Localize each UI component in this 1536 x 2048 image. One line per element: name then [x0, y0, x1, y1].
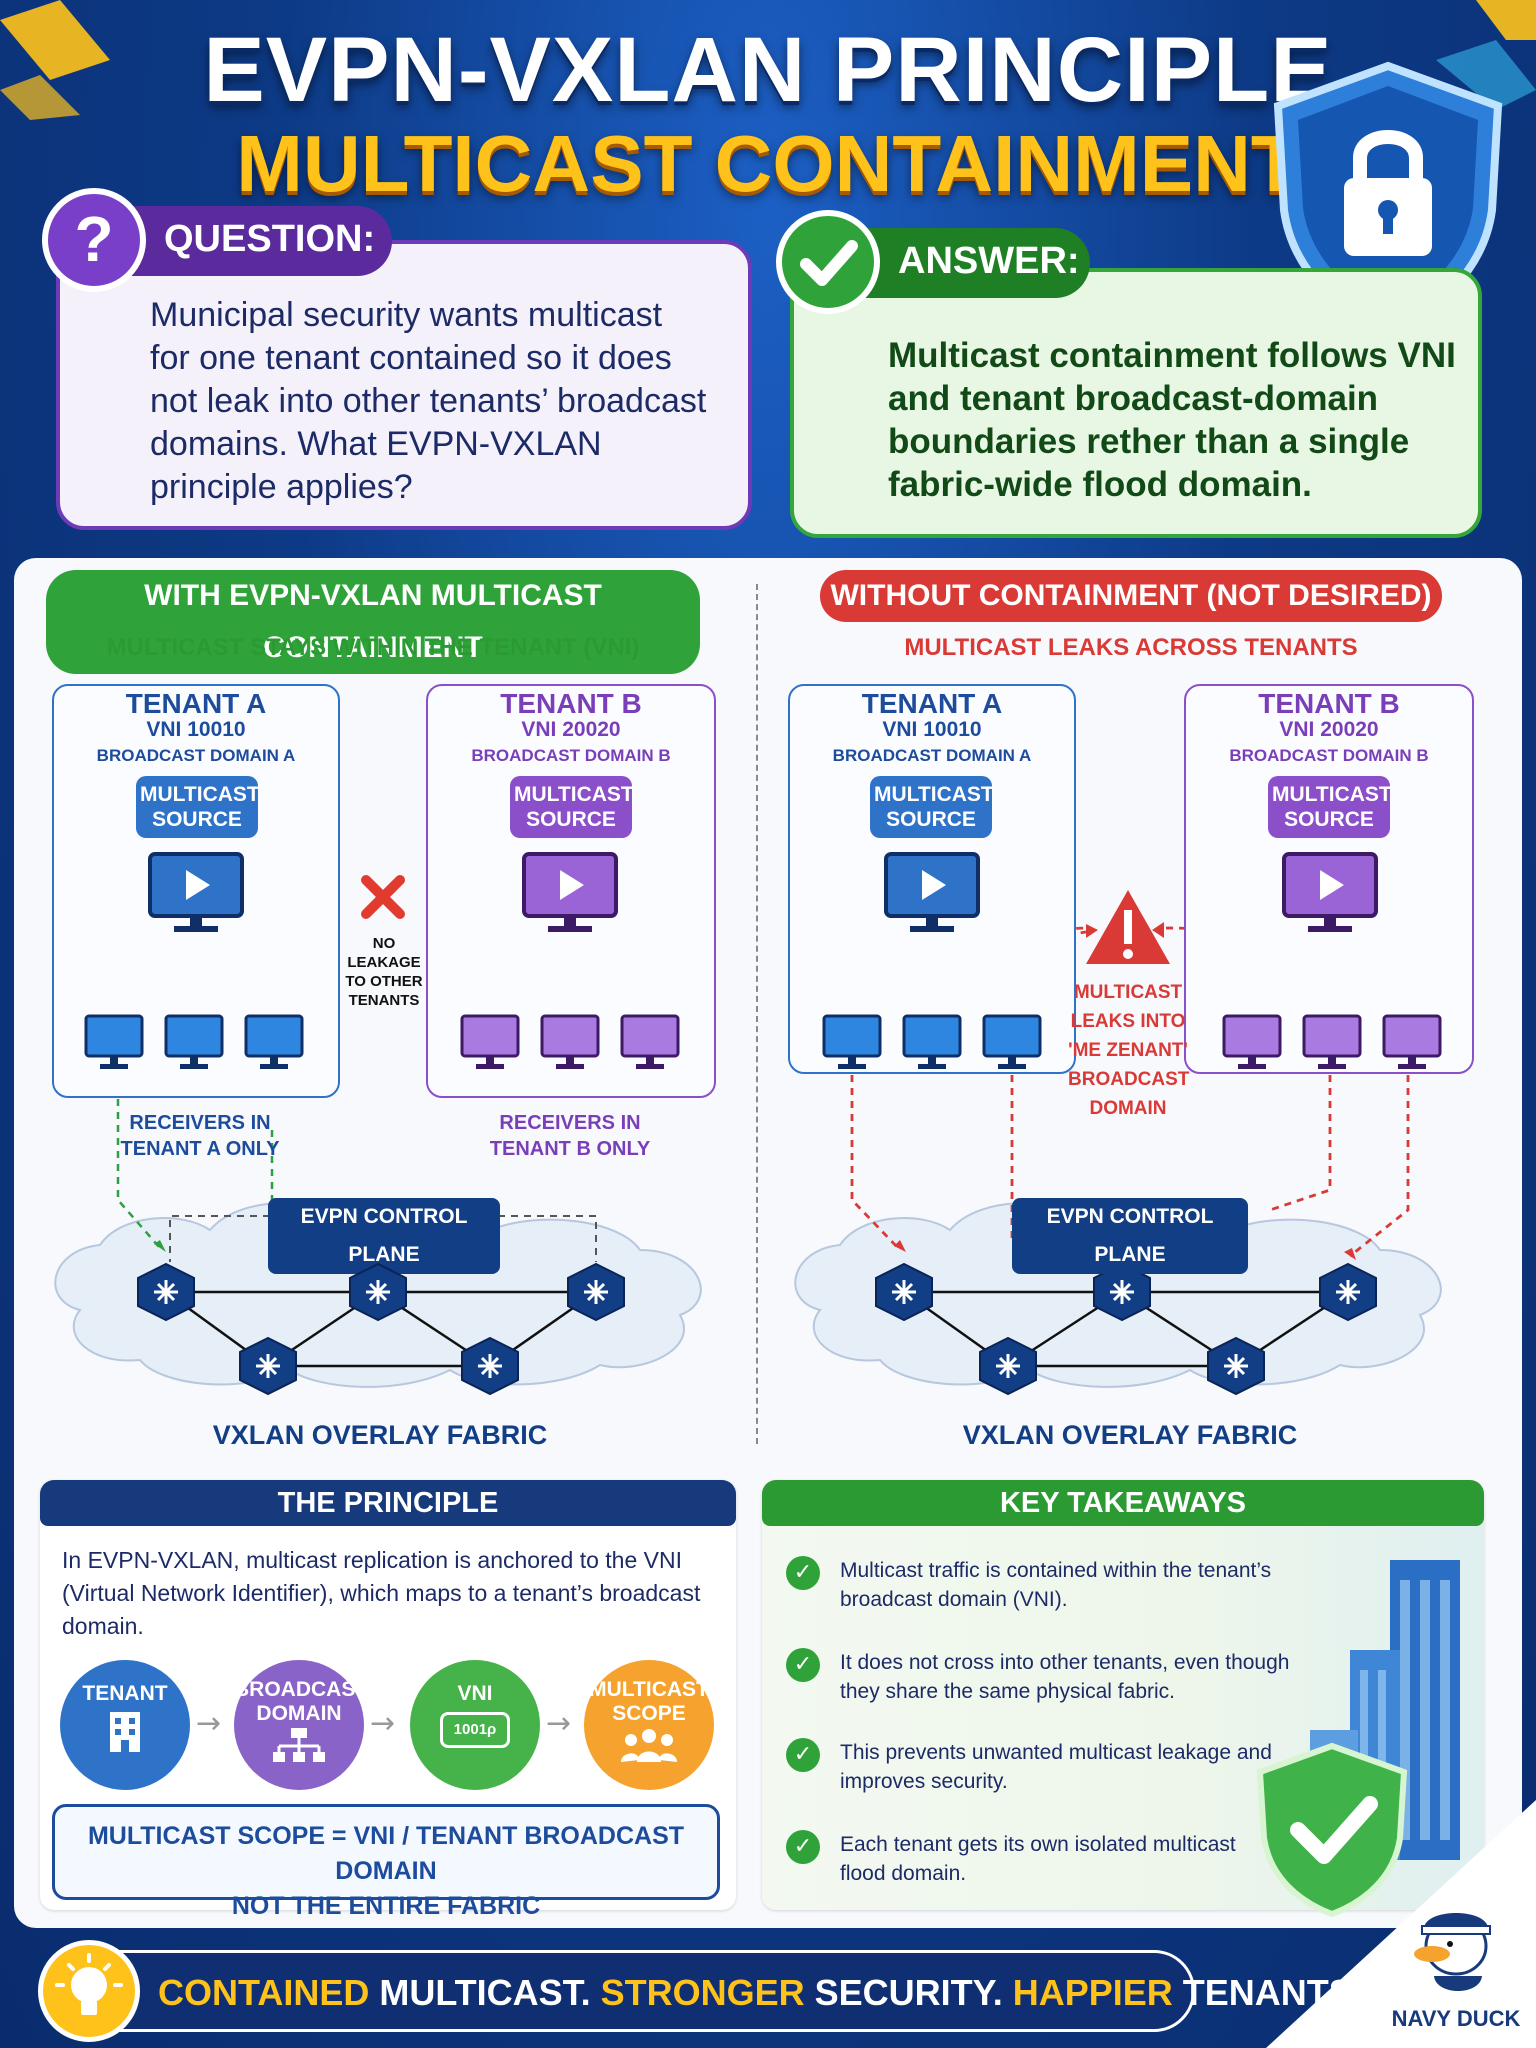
principle-title: THE PRINCIPLE: [40, 1480, 736, 1526]
flow-vni-label: VNI: [457, 1682, 493, 1705]
tenant-b-source: MULTICAST SOURCE: [510, 776, 634, 838]
flow-multicast-scope-label: MULTICAST SCOPE: [589, 1678, 709, 1725]
takeaway-3-check-icon: ✓: [786, 1738, 820, 1772]
tenant-b-bd: BROADCAST DOMAIN B: [471, 746, 671, 765]
flow-multicast-scope: MULTICAST SCOPE: [584, 1660, 714, 1790]
takeaway-1-check-icon: ✓: [786, 1556, 820, 1590]
without-tenant-a-vni: VNI 10010: [882, 718, 982, 741]
scope-box: MULTICAST SCOPE = VNI / TENANT BROADCAST…: [52, 1804, 720, 1920]
without-evpn-control-plane: EVPN CONTROL PLANE: [1012, 1198, 1248, 1274]
takeaway-item-3: This prevents unwanted multicast leakage…: [840, 1741, 1272, 1793]
panel-divider: [756, 584, 758, 1444]
tenant-a-source-monitor-icon: [148, 852, 244, 932]
takeaways-title: KEY TAKEAWAYS: [762, 1480, 1484, 1526]
without-vxlan-fabric-label: VXLAN OVERLAY FABRIC: [962, 1420, 1298, 1450]
corner-stripes-left: [0, 0, 110, 120]
without-tenant-a-source: MULTICAST SOURCE: [870, 776, 994, 838]
navy-duck-mascot-icon: [1414, 1913, 1491, 1991]
users-group-icon: [621, 1729, 677, 1762]
flow-broadcast-domain-label: BROADCAST DOMAIN: [234, 1678, 369, 1725]
with-vxlan-fabric-label: VXLAN OVERLAY FABRIC: [212, 1420, 548, 1450]
with-containment-title: WITH EVPN-VXLAN MULTICAST CONTAINMENT: [46, 570, 700, 674]
receivers-tenant-b-label: RECEIVERS IN TENANT B ONLY: [489, 1112, 651, 1160]
question-mark-icon: ?: [42, 188, 146, 292]
takeaway-2-check-icon: ✓: [786, 1648, 820, 1682]
brand-name: NAVY DUCK: [1391, 2006, 1521, 2031]
without-tenant-a-receiver-monitors: [822, 1014, 1042, 1069]
page-subtitle: MULTICAST CONTAINMENT: [236, 119, 1300, 208]
without-containment-subtitle: MULTICAST LEAKS ACROSS TENANTS: [904, 634, 1358, 661]
brand-corner: [1266, 1800, 1536, 2048]
tenant-b-source-monitor-icon: [522, 852, 618, 932]
flow-vni: VNI 1001ρ: [410, 1660, 540, 1790]
without-tenant-a-name: TENANT A: [861, 688, 1003, 719]
with-containment-subtitle: MULTICAST STAYS WITHIN THE TENANT (VNI): [106, 634, 640, 661]
takeaway-item-1: Multicast traffic is contained within th…: [840, 1559, 1272, 1611]
without-tenant-b-bd: BROADCAST DOMAIN B: [1229, 746, 1429, 765]
flow-tenant-label: TENANT: [82, 1682, 168, 1705]
takeaway-item-4: Each tenant gets its own isolated multic…: [840, 1833, 1236, 1885]
answer-text: Multicast containment follows VNI and te…: [888, 336, 1456, 504]
tenant-b-receiver-monitors: [460, 1014, 680, 1069]
without-tenant-b-vni: VNI 20020: [1279, 718, 1379, 741]
checkmark-icon: [776, 210, 880, 314]
footer-word-happier: HAPPIER: [1012, 1972, 1173, 2013]
footer-word-multicast: MULTICAST.: [369, 1972, 601, 2013]
scope-line-1: MULTICAST SCOPE = VNI / TENANT BROADCAST…: [87, 1822, 685, 1885]
answer-label: ANSWER:: [898, 240, 1080, 282]
footer-bar: [40, 1950, 1195, 2032]
flow-arrow-1-icon: →: [196, 1706, 222, 1741]
with-evpn-control-plane: EVPN CONTROL PLANE: [268, 1198, 500, 1274]
scope-line-2: NOT THE ENTIRE FABRIC: [231, 1892, 541, 1920]
lightbulb-icon: [38, 1940, 140, 2042]
flow-tenant: TENANT: [60, 1660, 190, 1790]
flow-arrow-2-icon: →: [370, 1706, 396, 1741]
question-box: [56, 240, 752, 530]
flow-arrow-3-icon: →: [546, 1706, 572, 1741]
without-containment-title: WITHOUT CONTAINMENT (NOT DESIRED): [820, 570, 1442, 622]
question-label: QUESTION:: [164, 218, 376, 260]
tenant-a-bd: BROADCAST DOMAIN A: [96, 746, 296, 765]
answer-box: [790, 268, 1482, 538]
corner-stripes-right: [1436, 0, 1536, 110]
network-tree-icon: [273, 1728, 325, 1762]
footer-word-contained: CONTAINED: [158, 1972, 370, 2013]
principle-text: In EVPN-VXLAN, multicast replication is …: [62, 1547, 701, 1639]
without-tenant-a-source-monitor-icon: [884, 852, 980, 932]
without-tenant-b-receiver-monitors: [1222, 1014, 1442, 1069]
building-icon: [110, 1712, 140, 1752]
without-tenant-b-source-monitor-icon: [1282, 852, 1378, 932]
question-text: Municipal security wants multicast for o…: [150, 296, 707, 506]
without-tenant-b-name: TENANT B: [1258, 688, 1400, 719]
footer-slogan: CONTAINED MULTICAST. STRONGER SECURITY. …: [158, 1972, 1363, 2014]
multicast-leak-label: MULTICAST LEAKS INTO 'ME ZENANT' BROADCA…: [1068, 982, 1190, 1119]
no-leakage-label: NO LEAKAGE TO OTHER TENANTS: [345, 935, 423, 1009]
vni-tag-icon: 1001ρ: [440, 1712, 510, 1748]
tenant-b-vni: VNI 20020: [521, 718, 621, 741]
tenant-a-vni: VNI 10010: [146, 718, 246, 741]
tenant-a-name: TENANT A: [125, 688, 267, 719]
with-fabric-switches: [137, 1262, 625, 1396]
tenant-b-name: TENANT B: [500, 688, 642, 719]
footer-word-stronger: STRONGER: [600, 1972, 805, 2013]
receivers-tenant-a-label: RECEIVERS IN TENANT A ONLY: [120, 1112, 280, 1160]
tenant-a-receiver-monitors: [84, 1014, 304, 1069]
green-shield-check-icon: [1256, 1742, 1408, 1918]
without-tenant-a-bd: BROADCAST DOMAIN A: [832, 746, 1032, 765]
takeaway-4-check-icon: ✓: [786, 1830, 820, 1864]
page-title: EVPN-VXLAN PRINCIPLE: [203, 19, 1333, 121]
takeaway-item-2: It does not cross into other tenants, ev…: [840, 1651, 1290, 1703]
flow-broadcast-domain: BROADCAST DOMAIN: [234, 1660, 369, 1790]
without-tenant-b-source: MULTICAST SOURCE: [1268, 776, 1392, 838]
shield-lock-icon: [1273, 61, 1503, 339]
footer-word-security: SECURITY.: [804, 1972, 1013, 2013]
tenant-a-source: MULTICAST SOURCE: [136, 776, 260, 838]
